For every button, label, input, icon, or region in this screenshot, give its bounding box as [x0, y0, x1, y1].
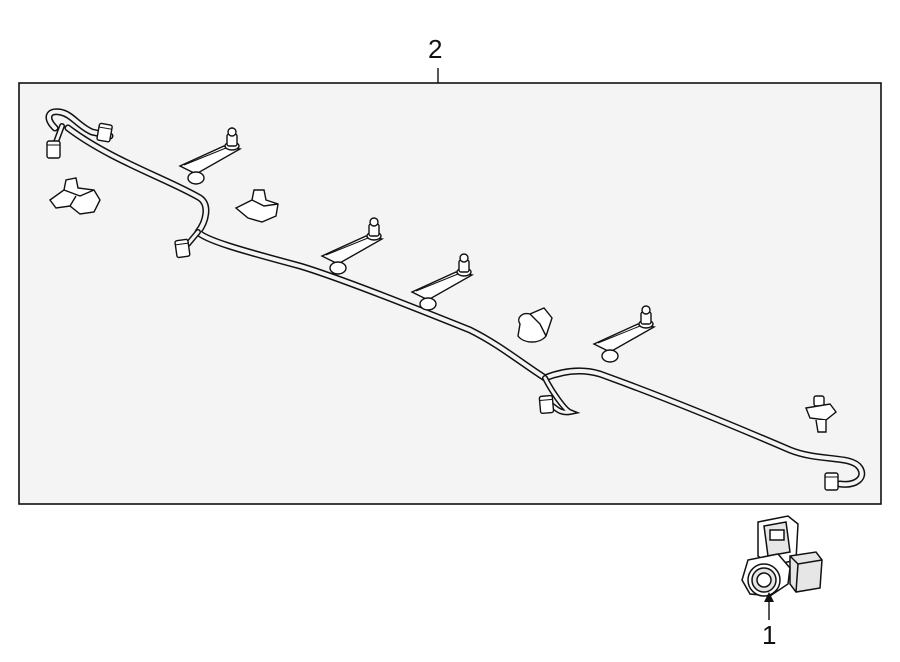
wiring-harness: [45, 108, 866, 488]
sensor-bracket-icon: [49, 177, 101, 215]
connector-icon: [46, 140, 61, 159]
callout-number-1: 1: [762, 620, 777, 650]
connector-icon: [824, 472, 839, 491]
connector-icon: [96, 122, 114, 143]
push-pin-clip-icon: [805, 395, 837, 433]
harness-panel: [18, 82, 882, 505]
parking-sensor-icon: [741, 515, 823, 597]
connector-icon: [174, 238, 191, 259]
callout-1-arrow: [764, 592, 774, 620]
retainer-clip-icon: [517, 307, 553, 343]
sensor-bracket-icon: [234, 189, 279, 223]
connector-icon: [538, 394, 555, 415]
callout-number-2: 2: [428, 34, 443, 64]
